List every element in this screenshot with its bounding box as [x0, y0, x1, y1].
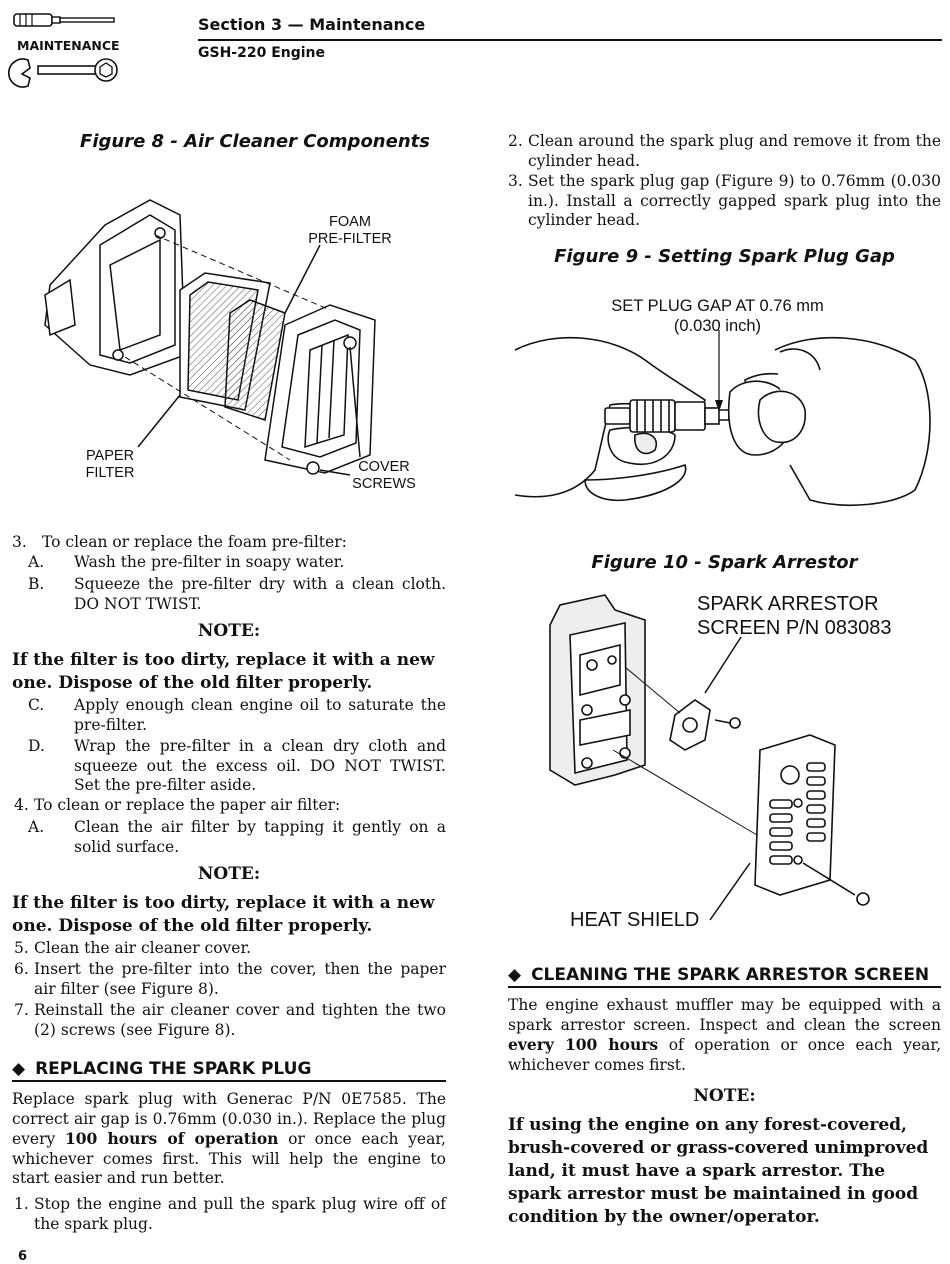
note-2-heading: NOTE: [197, 864, 261, 884]
label-cover-screws: COVER SCREWS [345, 459, 423, 493]
tools-icon [8, 13, 118, 88]
spark-arrestor-diagram [549, 594, 870, 921]
air-cleaner-diagram [44, 199, 376, 476]
step-number: 7. [14, 1001, 29, 1019]
step-number: 3. [508, 172, 523, 190]
step-number: A. [28, 553, 45, 571]
maintenance-badge: MAINTENANCE [8, 6, 120, 92]
step-number: 6. [14, 960, 29, 978]
diamond-icon: ◆ [508, 965, 522, 985]
step-4a: A. Clean the air filter by tapping it ge… [28, 818, 446, 857]
spark-plug-heading: ◆ REPLACING THE SPARK PLUG [12, 1059, 446, 1082]
step-6: 6. Insert the pre-filter into the cover,… [14, 960, 446, 999]
plug-gap-line2: (0.030 inch) [673, 317, 762, 335]
step-number: 4. [14, 796, 29, 814]
step-4: 4. To clean or replace the paper air fil… [14, 796, 446, 816]
step-text: Wrap the pre-filter in a clean dry cloth… [74, 737, 446, 794]
label-foam-line1: FOAM [329, 214, 371, 230]
step-text: To clean or replace the foam pre-filter: [42, 533, 347, 551]
step-text: Clean around the spark plug and remove i… [528, 132, 941, 170]
arrestor-heading: ◆ CLEANING THE SPARK ARRESTOR SCREEN [508, 965, 941, 988]
step-number: D. [28, 737, 45, 755]
arrestor-heading-text: CLEANING THE SPARK ARRESTOR SCREEN [531, 965, 930, 985]
engine-title: GSH-220 Engine [198, 45, 326, 61]
spark-arrestor-label: SPARK ARRESTOR SCREEN P/N 083083 [697, 592, 892, 640]
para-text: or once each year, whichever comes first… [12, 1130, 446, 1187]
figure8-title: Figure 8 - Air Cleaner Components [80, 131, 430, 152]
plug-gap-label: SET PLUG GAP AT 0.76 mm (0.030 inch) [560, 296, 875, 336]
step-number: 1. [14, 1195, 29, 1213]
plug-gap-line1: SET PLUG GAP AT 0.76 mm [611, 297, 824, 315]
note-3-text: If using the engine on any forest-covere… [508, 1115, 929, 1227]
step-text: Stop the engine and pull the spark plug … [34, 1195, 446, 1233]
label-paper-filter: PAPER FILTER [75, 448, 145, 482]
label-foam-line2: PRE-FILTER [308, 231, 392, 247]
step-3c: C. Apply enough clean engine oil to satu… [28, 696, 446, 735]
heat-shield-label: HEAT SHIELD [570, 909, 700, 931]
step-text: Wash the pre-filter in soapy water. [74, 553, 345, 571]
label-foam-prefilter: FOAM PRE-FILTER [300, 214, 400, 248]
spark-plug-heading-text: REPLACING THE SPARK PLUG [35, 1059, 312, 1079]
header-rule [198, 39, 942, 41]
step-3d: D. Wrap the pre-filter in a clean dry cl… [28, 737, 446, 796]
maintenance-label: MAINTENANCE [17, 38, 120, 53]
step-text: Clean the air filter by tapping it gentl… [74, 818, 446, 856]
note-1-heading: NOTE: [197, 621, 261, 641]
page-number: 6 [18, 1249, 28, 1264]
step-3a: A. Wash the pre-filter in soapy water. [28, 553, 446, 573]
section-title: Section 3 — Maintenance [198, 15, 426, 34]
step-text: Apply enough clean engine oil to saturat… [74, 696, 446, 734]
step-5: 5. Clean the air cleaner cover. [14, 939, 446, 959]
label-paper-line1: PAPER [85, 448, 135, 464]
para-text: The engine exhaust muffler may be equipp… [508, 996, 941, 1034]
note-3-heading: NOTE: [693, 1086, 756, 1106]
para-text: of operation or once each year, whicheve… [508, 1036, 942, 1074]
label-paper-line2: FILTER [85, 465, 135, 481]
step-number: 3. [12, 533, 27, 551]
spark-step-3: 3. Set the spark plug gap (Figure 9) to … [508, 172, 941, 231]
step-text: To clean or replace the paper air filter… [34, 796, 341, 814]
arrestor-label-line1: SPARK ARRESTOR [697, 593, 879, 615]
figure9-title: Figure 9 - Setting Spark Plug Gap [554, 246, 895, 267]
step-text: Clean the air cleaner cover. [34, 939, 252, 957]
arrestor-label-line2: SCREEN P/N 083083 [697, 617, 892, 639]
para-bold: every 100 hours [508, 1035, 659, 1054]
spark-step-2: 2. Clean around the spark plug and remov… [508, 132, 941, 171]
step-3b: B. Squeeze the pre-filter dry with a cle… [28, 575, 446, 614]
spark-step-1: 1. Stop the engine and pull the spark pl… [14, 1195, 446, 1234]
label-cover-line2: SCREWS [352, 476, 416, 492]
step-3: 3. To clean or replace the foam pre-filt… [12, 533, 446, 553]
step-number: 5. [14, 939, 29, 957]
step-7: 7. Reinstall the air cleaner cover and t… [14, 1001, 446, 1040]
para-text: Replace spark plug with Generac P/N 0E75… [12, 1090, 446, 1148]
step-number: A. [28, 818, 45, 836]
step-number: C. [28, 696, 45, 714]
spark-plug-paragraph: Replace spark plug with Generac P/N 0E75… [12, 1090, 446, 1189]
arrestor-paragraph: The engine exhaust muffler may be equipp… [508, 996, 941, 1075]
figure10-title: Figure 10 - Spark Arrestor [591, 552, 858, 573]
label-cover-line1: COVER [358, 459, 410, 475]
step-number: 2. [508, 132, 523, 150]
note-1-text: If the filter is too dirty, replace it w… [12, 650, 435, 693]
step-text: Squeeze the pre-filter dry with a clean … [74, 575, 446, 613]
diamond-icon: ◆ [12, 1059, 26, 1079]
step-text: Reinstall the air cleaner cover and tigh… [34, 1001, 446, 1039]
spark-plug-gap-diagram [514, 330, 931, 506]
step-text: Set the spark plug gap (Figure 9) to 0.7… [528, 172, 941, 229]
note-2-text: If the filter is too dirty, replace it w… [12, 893, 435, 936]
para-bold: 100 hours of operation [64, 1129, 279, 1148]
step-number: B. [28, 575, 45, 593]
step-text: Insert the pre-filter into the cover, th… [34, 960, 446, 998]
